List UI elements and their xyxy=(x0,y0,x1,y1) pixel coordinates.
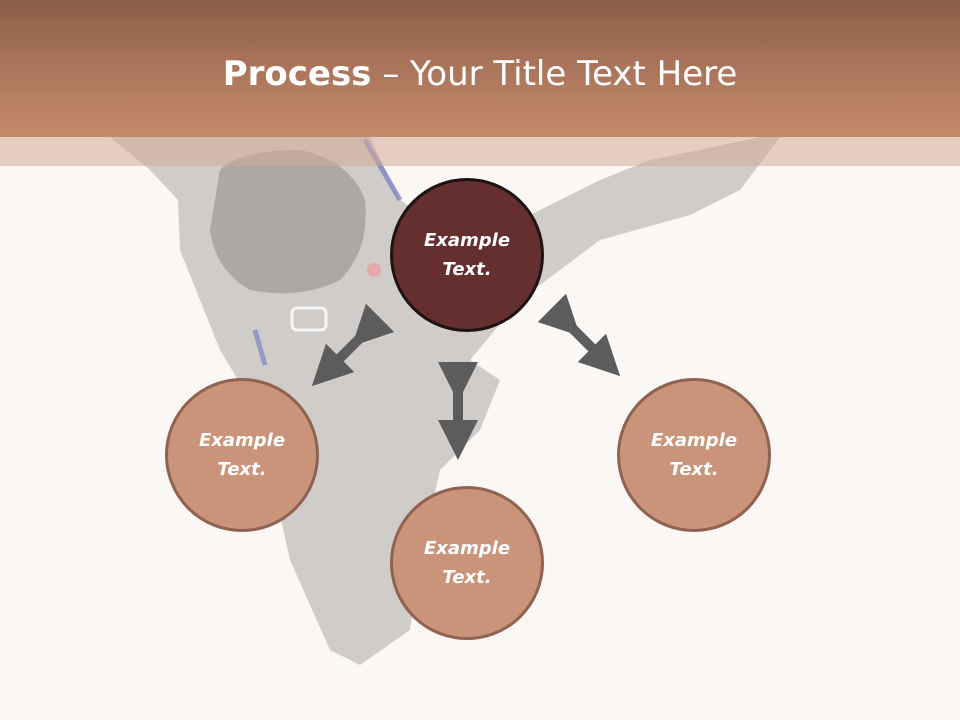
slide-title: Process – Your Title Text Here xyxy=(0,52,960,96)
double-arrow-icon xyxy=(311,303,395,387)
title-rest: – Your Title Text Here xyxy=(371,54,738,94)
process-node-top[interactable]: Example Text. xyxy=(390,178,544,332)
node-text-line1: Example xyxy=(650,430,738,451)
title-bar-strip xyxy=(0,137,960,166)
double-arrow-icon xyxy=(537,293,621,377)
title-bar xyxy=(0,0,960,137)
node-text-line2: Text. xyxy=(217,459,267,480)
node-text-line2: Text. xyxy=(442,567,492,588)
title-bold: Process xyxy=(222,54,372,94)
node-text-line2: Text. xyxy=(669,459,719,480)
node-text-line1: Example xyxy=(198,430,286,451)
node-text-line1: Example xyxy=(423,538,511,559)
process-node-bottom[interactable]: Example Text. xyxy=(390,486,544,640)
node-text-line2: Text. xyxy=(442,259,492,280)
node-text-line1: Example xyxy=(423,230,511,251)
process-node-left[interactable]: Example Text. xyxy=(165,378,319,532)
process-node-right[interactable]: Example Text. xyxy=(617,378,771,532)
